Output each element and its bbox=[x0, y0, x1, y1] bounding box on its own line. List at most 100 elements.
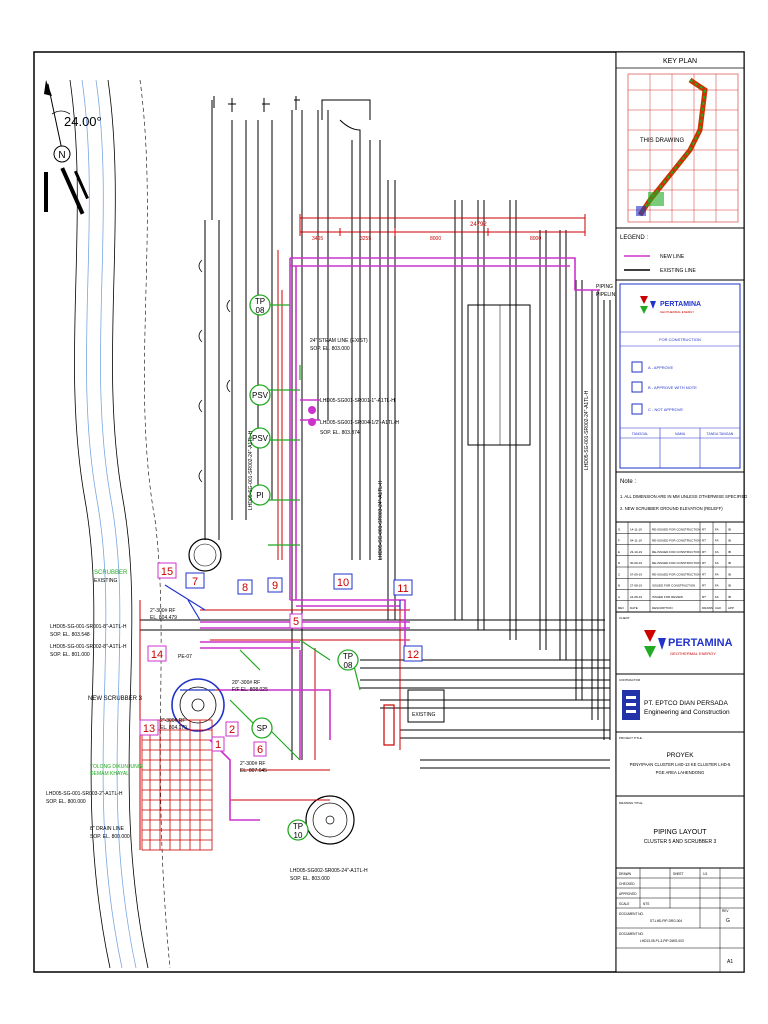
revision-cell: ISSUED FOR CONSTRUCTION bbox=[652, 584, 695, 588]
label-pe: PE-07 bbox=[178, 654, 192, 660]
label-line-b: LHD05-SG001-SR004-1/2"-A1TL-H bbox=[320, 420, 399, 426]
drawing-title: PIPING LAYOUT bbox=[653, 829, 707, 836]
tb-rev-label: REV bbox=[722, 909, 729, 913]
label-steam-left-2: LHD05-SG-001-SR002-8"-A1TL-H bbox=[50, 644, 127, 650]
revision-cell: RT bbox=[702, 572, 706, 576]
approve-checkbox[interactable] bbox=[631, 361, 643, 373]
drawing-area: N 24.00° bbox=[44, 79, 619, 969]
contractor-name: PT. EPTCO DIAN PERSADA bbox=[644, 700, 728, 707]
client-logo-icon bbox=[644, 630, 666, 658]
callout-2: 2 bbox=[229, 724, 235, 736]
revision-cell: IB bbox=[728, 561, 731, 565]
label-vertical-1: LHD05-SG-001-SR002-24"-A1TL-H bbox=[248, 430, 254, 510]
revision-cell: FA bbox=[715, 572, 719, 576]
revision-header-cell: CHK bbox=[715, 606, 721, 610]
revision-cell: IB bbox=[728, 584, 731, 588]
label-rf-2: 2"-300# RF bbox=[160, 718, 185, 724]
revision-cell: C bbox=[618, 572, 621, 576]
revision-cell: RT bbox=[702, 584, 706, 588]
project-l1: PROYEK bbox=[666, 752, 694, 759]
for-construction: FOR CONSTRUCTION bbox=[659, 337, 701, 342]
label-line-a: LHD05-SG001-SR001-1"-A1TL-H bbox=[320, 398, 395, 404]
label-steam-bottom: 8" DRAIN LINE bbox=[90, 826, 125, 832]
tag-tp-c: TP bbox=[293, 822, 303, 831]
label-sop-2: SOP. EL. 803.374 bbox=[320, 430, 360, 436]
callout-6: 6 bbox=[257, 744, 263, 756]
label-sop-1: SOP. EL. 803.000 bbox=[310, 346, 350, 352]
tb-doc-no: LHD13-05-PL-3-PIP-DWG-003 bbox=[640, 939, 684, 943]
tag-psv-2: PSV bbox=[252, 434, 269, 443]
revision-cell: RE-ISSUED FOR CONSTRUCTION bbox=[652, 539, 701, 543]
revision-cell: RE-ISSUED FOR CONSTRUCTION bbox=[652, 561, 701, 565]
callout-14: 14 bbox=[151, 649, 163, 661]
revision-cell: IB bbox=[728, 527, 731, 531]
key-plan-map: THIS DRAWING bbox=[627, 73, 739, 223]
tb-rev: G bbox=[726, 918, 730, 924]
approve-label: A - APPROVE bbox=[648, 365, 673, 370]
dim-1: 3405 bbox=[312, 236, 323, 242]
revision-cell: IB bbox=[728, 572, 731, 576]
label-ff-1b: F/F EL. 808.025 bbox=[232, 687, 268, 693]
tag-sp: SP bbox=[257, 724, 268, 733]
revision-cell: 27-08-19 bbox=[630, 584, 642, 588]
revision-header-cell: DATE bbox=[630, 606, 638, 610]
notes-title: Note : bbox=[620, 479, 636, 485]
tb-sheet: SHEET bbox=[673, 872, 684, 876]
client-name: PERTAMINA bbox=[668, 637, 733, 649]
label-vertical-2: LHD05-SG-001-SR003-24"-A1TL-H bbox=[378, 480, 384, 560]
revision-cell: FA bbox=[715, 561, 719, 565]
legend-existing-line: EXISTING LINE bbox=[660, 268, 697, 274]
legend-title: LEGEND : bbox=[620, 235, 648, 241]
label-exist-tag: EXISTING bbox=[412, 712, 435, 718]
revision-cell: 04-11-19 bbox=[630, 539, 642, 543]
label-el-2: SOP. EL. 801.000 bbox=[50, 652, 90, 658]
contractor-sub: Engineering and Construction bbox=[644, 709, 730, 716]
revision-cell: RE-ISSUED FOR CONSTRUCTION bbox=[652, 572, 701, 576]
tag-tp: TP bbox=[255, 297, 265, 306]
label-rf-3b: EL. 807.645 bbox=[240, 768, 267, 774]
approve-with-note-label: B - APPROVE WITH NOTE bbox=[648, 385, 697, 390]
revision-cell: G bbox=[618, 527, 621, 531]
label-scrubber-existing: SCRUBBER bbox=[94, 570, 128, 576]
north-arrow-icon: N 24.00° bbox=[44, 80, 102, 215]
tb-scale: SCALE bbox=[619, 902, 629, 906]
callout-10: 10 bbox=[337, 577, 349, 589]
label-line-top: 24" STEAM LINE (EXIST) bbox=[310, 338, 368, 344]
dim-3: 8000 bbox=[430, 236, 441, 242]
label-ff-1: 20"-300# RF bbox=[232, 680, 260, 686]
label-rf-3: 2"-300# RF bbox=[240, 761, 265, 767]
callout-12: 12 bbox=[407, 649, 419, 661]
approval-logo-text: PERTAMINA bbox=[660, 301, 701, 308]
north-letter: N bbox=[58, 150, 65, 161]
revision-cell: F bbox=[618, 539, 620, 543]
tag-tp-b-num: 08 bbox=[344, 661, 353, 670]
callout-11: 11 bbox=[397, 583, 408, 595]
callout-5: 5 bbox=[293, 616, 299, 628]
callout-7: 7 bbox=[192, 576, 198, 588]
label-tolong: TOLONG DIKUNJUNGI bbox=[90, 764, 143, 770]
title-block: KEY PLAN THIS DRAWING LEGEND : NEW LINE … bbox=[615, 51, 747, 973]
revision-cell: 14-11-19 bbox=[630, 527, 642, 531]
label-steam-left-1: LHD05-SG-001-SR001-8"-A1TL-H bbox=[50, 624, 127, 630]
revision-header-cell: DRAWN bbox=[702, 606, 713, 610]
approve-with-note-checkbox[interactable] bbox=[631, 381, 643, 393]
not-approve-checkbox[interactable] bbox=[631, 403, 643, 415]
callout-9: 9 bbox=[272, 580, 278, 592]
contractor-logo-icon bbox=[622, 690, 640, 720]
label-bottom-line: LHD05-SG002-SR005-24"-A1TL-H bbox=[290, 868, 368, 874]
revision-cell: FA bbox=[715, 550, 719, 554]
revision-header-cell: APP bbox=[728, 606, 734, 610]
revision-cell: B bbox=[618, 584, 620, 588]
tag-pi: PI bbox=[256, 491, 264, 500]
revision-cell: A bbox=[618, 595, 620, 599]
dim-overall: 24792 bbox=[470, 222, 487, 228]
note-1: 1. ALL DIMENSION ARE IN MM UNLESS OTHERW… bbox=[620, 494, 747, 499]
col-tanda-tangan: TANDA TANGAN bbox=[707, 432, 734, 436]
revision-cell: E bbox=[618, 550, 620, 554]
note-2: 2. NEW SCRUBBER GROUND ELEVATION (RELEFF… bbox=[620, 506, 723, 511]
tb-approved: APPROVED bbox=[619, 892, 637, 896]
tb-scale-val: NTS bbox=[643, 902, 649, 906]
approval-logo-sub: GEOTHERMAL ENERGY bbox=[660, 310, 694, 314]
